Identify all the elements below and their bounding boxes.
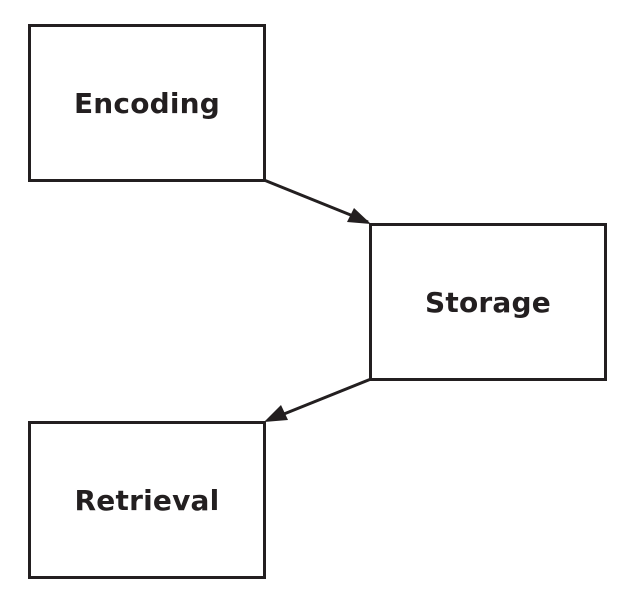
arrowhead-storage: [347, 208, 371, 224]
encoding-box: Encoding: [28, 24, 266, 182]
arrow-storage-to-retrieval: [268, 377, 372, 422]
storage-box: Storage: [369, 223, 607, 381]
retrieval-box: Retrieval: [28, 421, 266, 579]
encoding-label: Encoding: [73, 86, 221, 120]
arrowhead-retrieval: [264, 405, 288, 422]
retrieval-label: Retrieval: [74, 483, 220, 517]
storage-label: Storage: [425, 285, 551, 319]
